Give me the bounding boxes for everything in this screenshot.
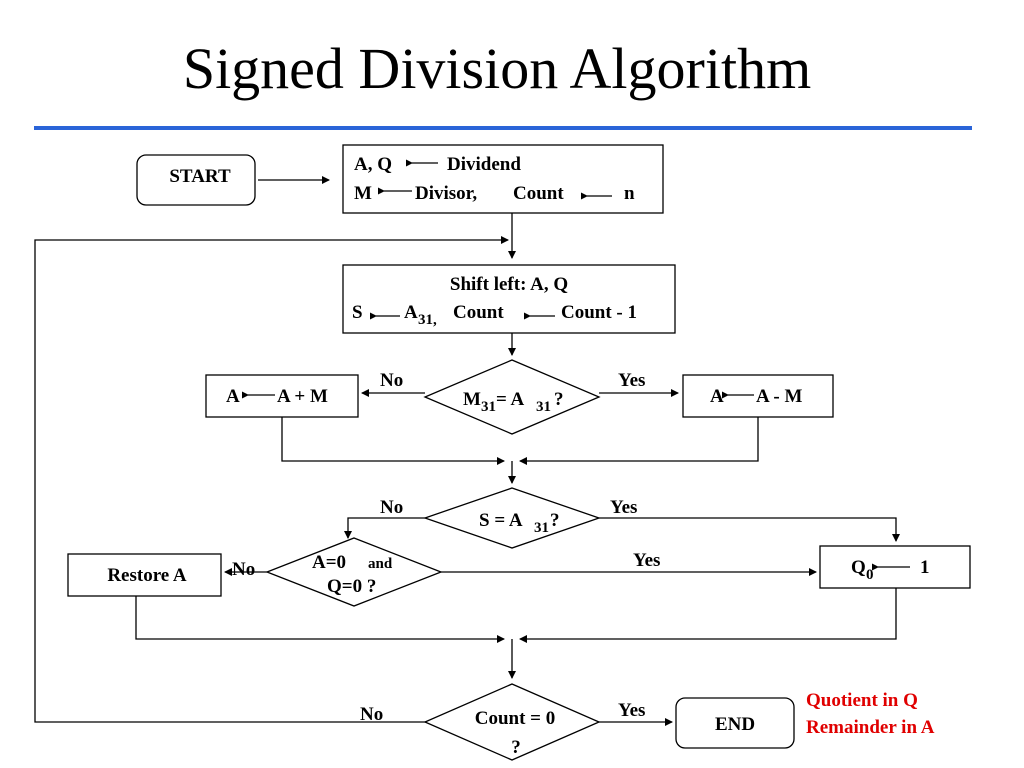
restore-label: Restore A — [107, 565, 187, 586]
d3-q0: Q=0 ? — [327, 576, 376, 597]
d1-yes-label: Yes — [618, 370, 645, 391]
d3-and: and — [368, 556, 393, 572]
d2-s: S = A — [479, 510, 523, 531]
init-box — [342, 144, 664, 214]
q0-sub: 0 — [866, 567, 874, 583]
init-divisor: Divisor, — [415, 183, 477, 204]
sub-box — [682, 374, 834, 418]
start-terminal — [136, 154, 256, 206]
shift-line1: Shift left: A, Q — [450, 274, 568, 295]
shift-box — [342, 264, 676, 334]
end-terminal — [675, 697, 795, 749]
decision-count-zero — [423, 683, 601, 761]
start-label: START — [169, 166, 231, 187]
sub-a: A — [710, 386, 724, 407]
merge1-right — [519, 417, 759, 465]
d2-no-arrow — [344, 517, 425, 539]
note-remainder: Remainder in A — [806, 717, 935, 738]
decision-s-a31 — [423, 487, 601, 549]
d1-eq: = A — [496, 389, 525, 410]
shift-s: S — [352, 302, 363, 323]
shift-count: Count — [453, 302, 504, 323]
d3-yes-label: Yes — [633, 550, 660, 571]
note-quotient: Quotient in Q — [806, 690, 918, 711]
shift-count-val: Count - 1 — [561, 302, 637, 323]
merge2-right — [519, 588, 897, 643]
d3-no-label: No — [232, 559, 255, 580]
d4-no-label: No — [360, 704, 383, 725]
init-m: M — [354, 183, 372, 204]
add-a: A — [226, 386, 240, 407]
d2-q: ? — [550, 510, 560, 531]
d2-yes-label: Yes — [610, 497, 637, 518]
d4-line1: Count = 0 — [475, 708, 556, 729]
q0-v: 1 — [920, 557, 930, 578]
d4-line2: ? — [511, 737, 521, 758]
d1-sub1: 31 — [481, 399, 496, 415]
init-dividend: Dividend — [447, 154, 521, 175]
decision-m31-a31 — [423, 359, 601, 435]
merge1-left — [281, 417, 505, 465]
d1-m: M — [463, 389, 481, 410]
shift-a-sub: 31, — [418, 312, 437, 328]
d3-a0: A=0 — [312, 552, 346, 573]
d1-sub2: 31 — [536, 399, 551, 415]
init-n: n — [624, 183, 635, 204]
decision-a0-q0 — [265, 537, 443, 607]
d2-sub: 31 — [534, 520, 549, 536]
d1-q: ? — [554, 389, 564, 410]
loop-back-arrow — [34, 236, 509, 723]
d4-yes-label: Yes — [618, 700, 645, 721]
q0-q: Q — [851, 557, 866, 578]
shift-a: A — [404, 302, 418, 323]
add-expr: A + M — [277, 386, 328, 407]
d1-no-label: No — [380, 370, 403, 391]
page-title: Signed Division Algorithm — [183, 36, 811, 101]
d2-no-label: No — [380, 497, 403, 518]
sub-expr: A - M — [756, 386, 803, 407]
restore-box — [67, 553, 222, 597]
d2-yes-arrow — [599, 517, 900, 542]
init-aq: A, Q — [354, 154, 392, 175]
end-label: END — [715, 714, 755, 735]
init-count: Count — [513, 183, 564, 204]
merge2-left — [135, 596, 505, 643]
